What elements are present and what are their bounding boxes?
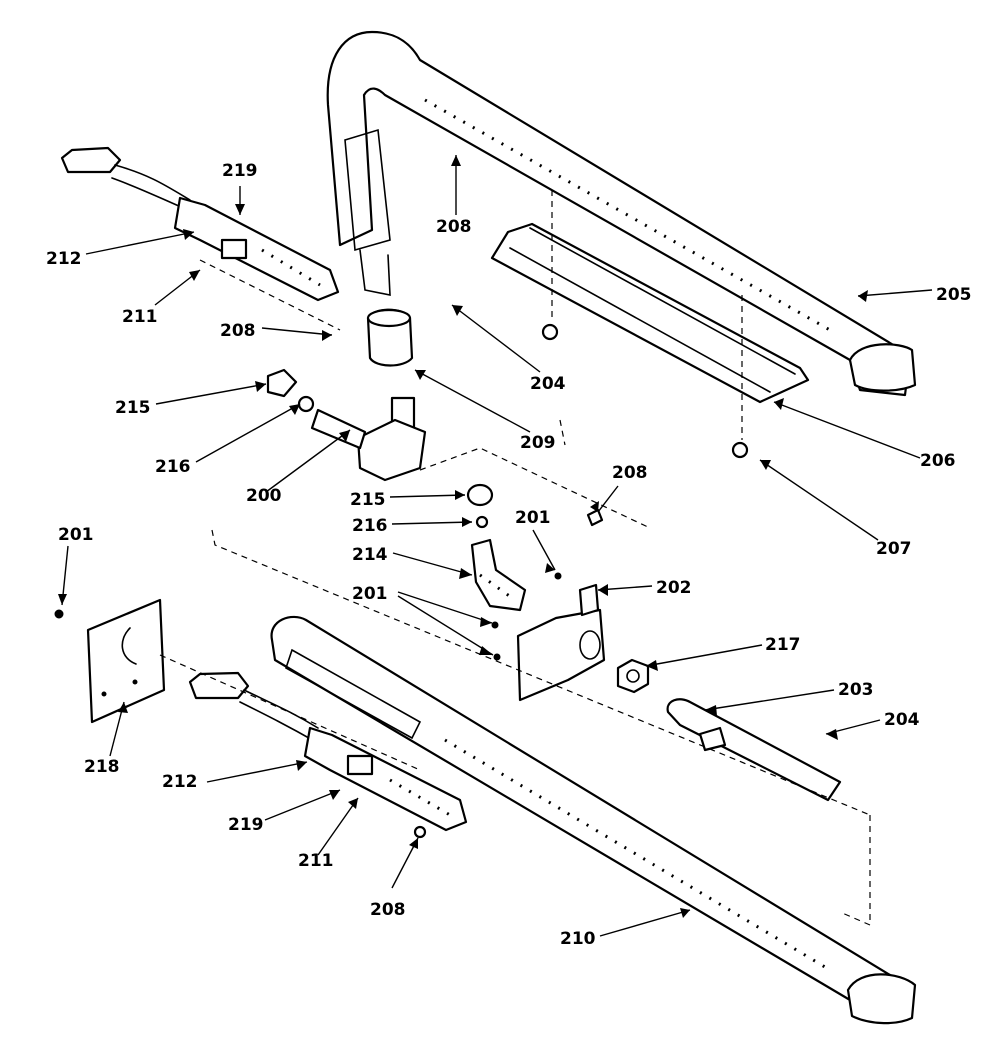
upper-igniter	[60, 146, 340, 302]
label-205: 205	[936, 285, 972, 305]
assembly-guide-lines	[159, 259, 871, 926]
label-201-mid: 201	[352, 584, 388, 604]
label-211-bottom: 211	[298, 851, 334, 871]
label-200: 200	[246, 486, 282, 506]
label-219-top: 219	[222, 161, 258, 181]
label-203: 203	[838, 680, 874, 700]
label-217: 217	[765, 635, 801, 655]
label-216-left: 216	[155, 457, 191, 477]
label-209: 209	[520, 433, 556, 453]
label-201-left: 201	[58, 525, 94, 545]
label-208-mid: 208	[612, 463, 648, 483]
leader-lines	[61, 155, 933, 937]
arrow-heads	[58, 155, 868, 918]
label-202: 202	[656, 578, 692, 598]
label-208-bottom: 208	[370, 900, 406, 920]
label-211-top: 211	[122, 307, 158, 327]
label-201-top: 201	[515, 508, 551, 528]
gas-valve-assembly	[266, 308, 427, 482]
label-208-top: 208	[436, 217, 472, 237]
lower-igniter	[188, 671, 468, 839]
label-214: 214	[352, 545, 388, 565]
orifice-fittings	[466, 483, 527, 612]
label-208-left: 208	[220, 321, 256, 341]
mounting-bracket	[491, 508, 606, 702]
label-206: 206	[920, 451, 956, 471]
label-207: 207	[876, 539, 912, 559]
label-216-mid: 216	[352, 516, 388, 536]
label-215-left: 215	[115, 398, 151, 418]
lower-burner-tube	[270, 615, 917, 1025]
label-212-top: 212	[46, 249, 82, 269]
label-210: 210	[560, 929, 596, 949]
label-218: 218	[84, 757, 120, 777]
label-215-mid: 215	[350, 490, 386, 510]
burner-spreader	[490, 190, 810, 459]
upper-burner-tube	[326, 30, 917, 397]
label-219-bottom: 219	[228, 815, 264, 835]
part-labels: 205 206 207 204 208 209 212 219 211 208 …	[46, 161, 972, 949]
label-204-right: 204	[884, 710, 920, 730]
label-212-bottom: 212	[162, 772, 198, 792]
heat-shield-plate	[54, 598, 166, 724]
air-shutter-assembly	[616, 658, 842, 802]
label-204-top: 204	[530, 374, 566, 394]
